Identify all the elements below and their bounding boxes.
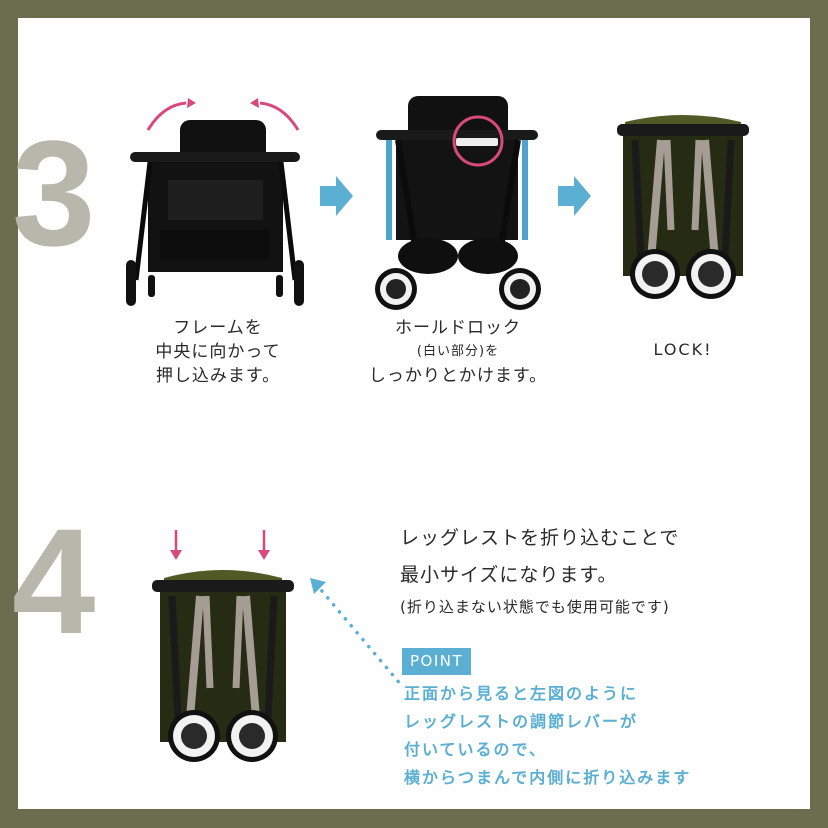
- stroller-half-folded-image: [368, 96, 548, 316]
- stroller-folded-legrest-image: [148, 528, 298, 768]
- arrow-right-icon: [558, 176, 591, 216]
- stroller-open-image: [118, 80, 318, 320]
- step-number-3: 3: [12, 109, 96, 277]
- instruction-panel: 3: [12, 18, 810, 809]
- stroller-folded-legrest-illustration: [152, 530, 294, 762]
- step4-description: レッグレストを折り込むことで 最小サイズになります。 (折り込まない状態でも使用…: [400, 527, 680, 616]
- step3-caption-3: LOCK!: [653, 340, 713, 359]
- point-description: 正面から見ると左図のように レッグレストの調節レバーが 付いているので、 横から…: [404, 684, 692, 787]
- step3-caption-2: ホールドロック (白い部分)を しっかりとかけます。: [368, 318, 548, 386]
- stroller-open-illustration: [126, 98, 304, 306]
- step3-caption-1: フレームを 中央に向かって 押し込みます。: [155, 318, 281, 386]
- point-badge: POINT: [402, 648, 472, 675]
- dotted-pointer-arrow-icon: [310, 578, 404, 688]
- stroller-folded-locked-image: [613, 110, 753, 306]
- arrow-right-icon: [320, 176, 353, 216]
- stroller-half-folded-illustration: [375, 96, 541, 310]
- stroller-folded-illustration: [617, 115, 749, 299]
- step-number-4: 4: [12, 497, 96, 665]
